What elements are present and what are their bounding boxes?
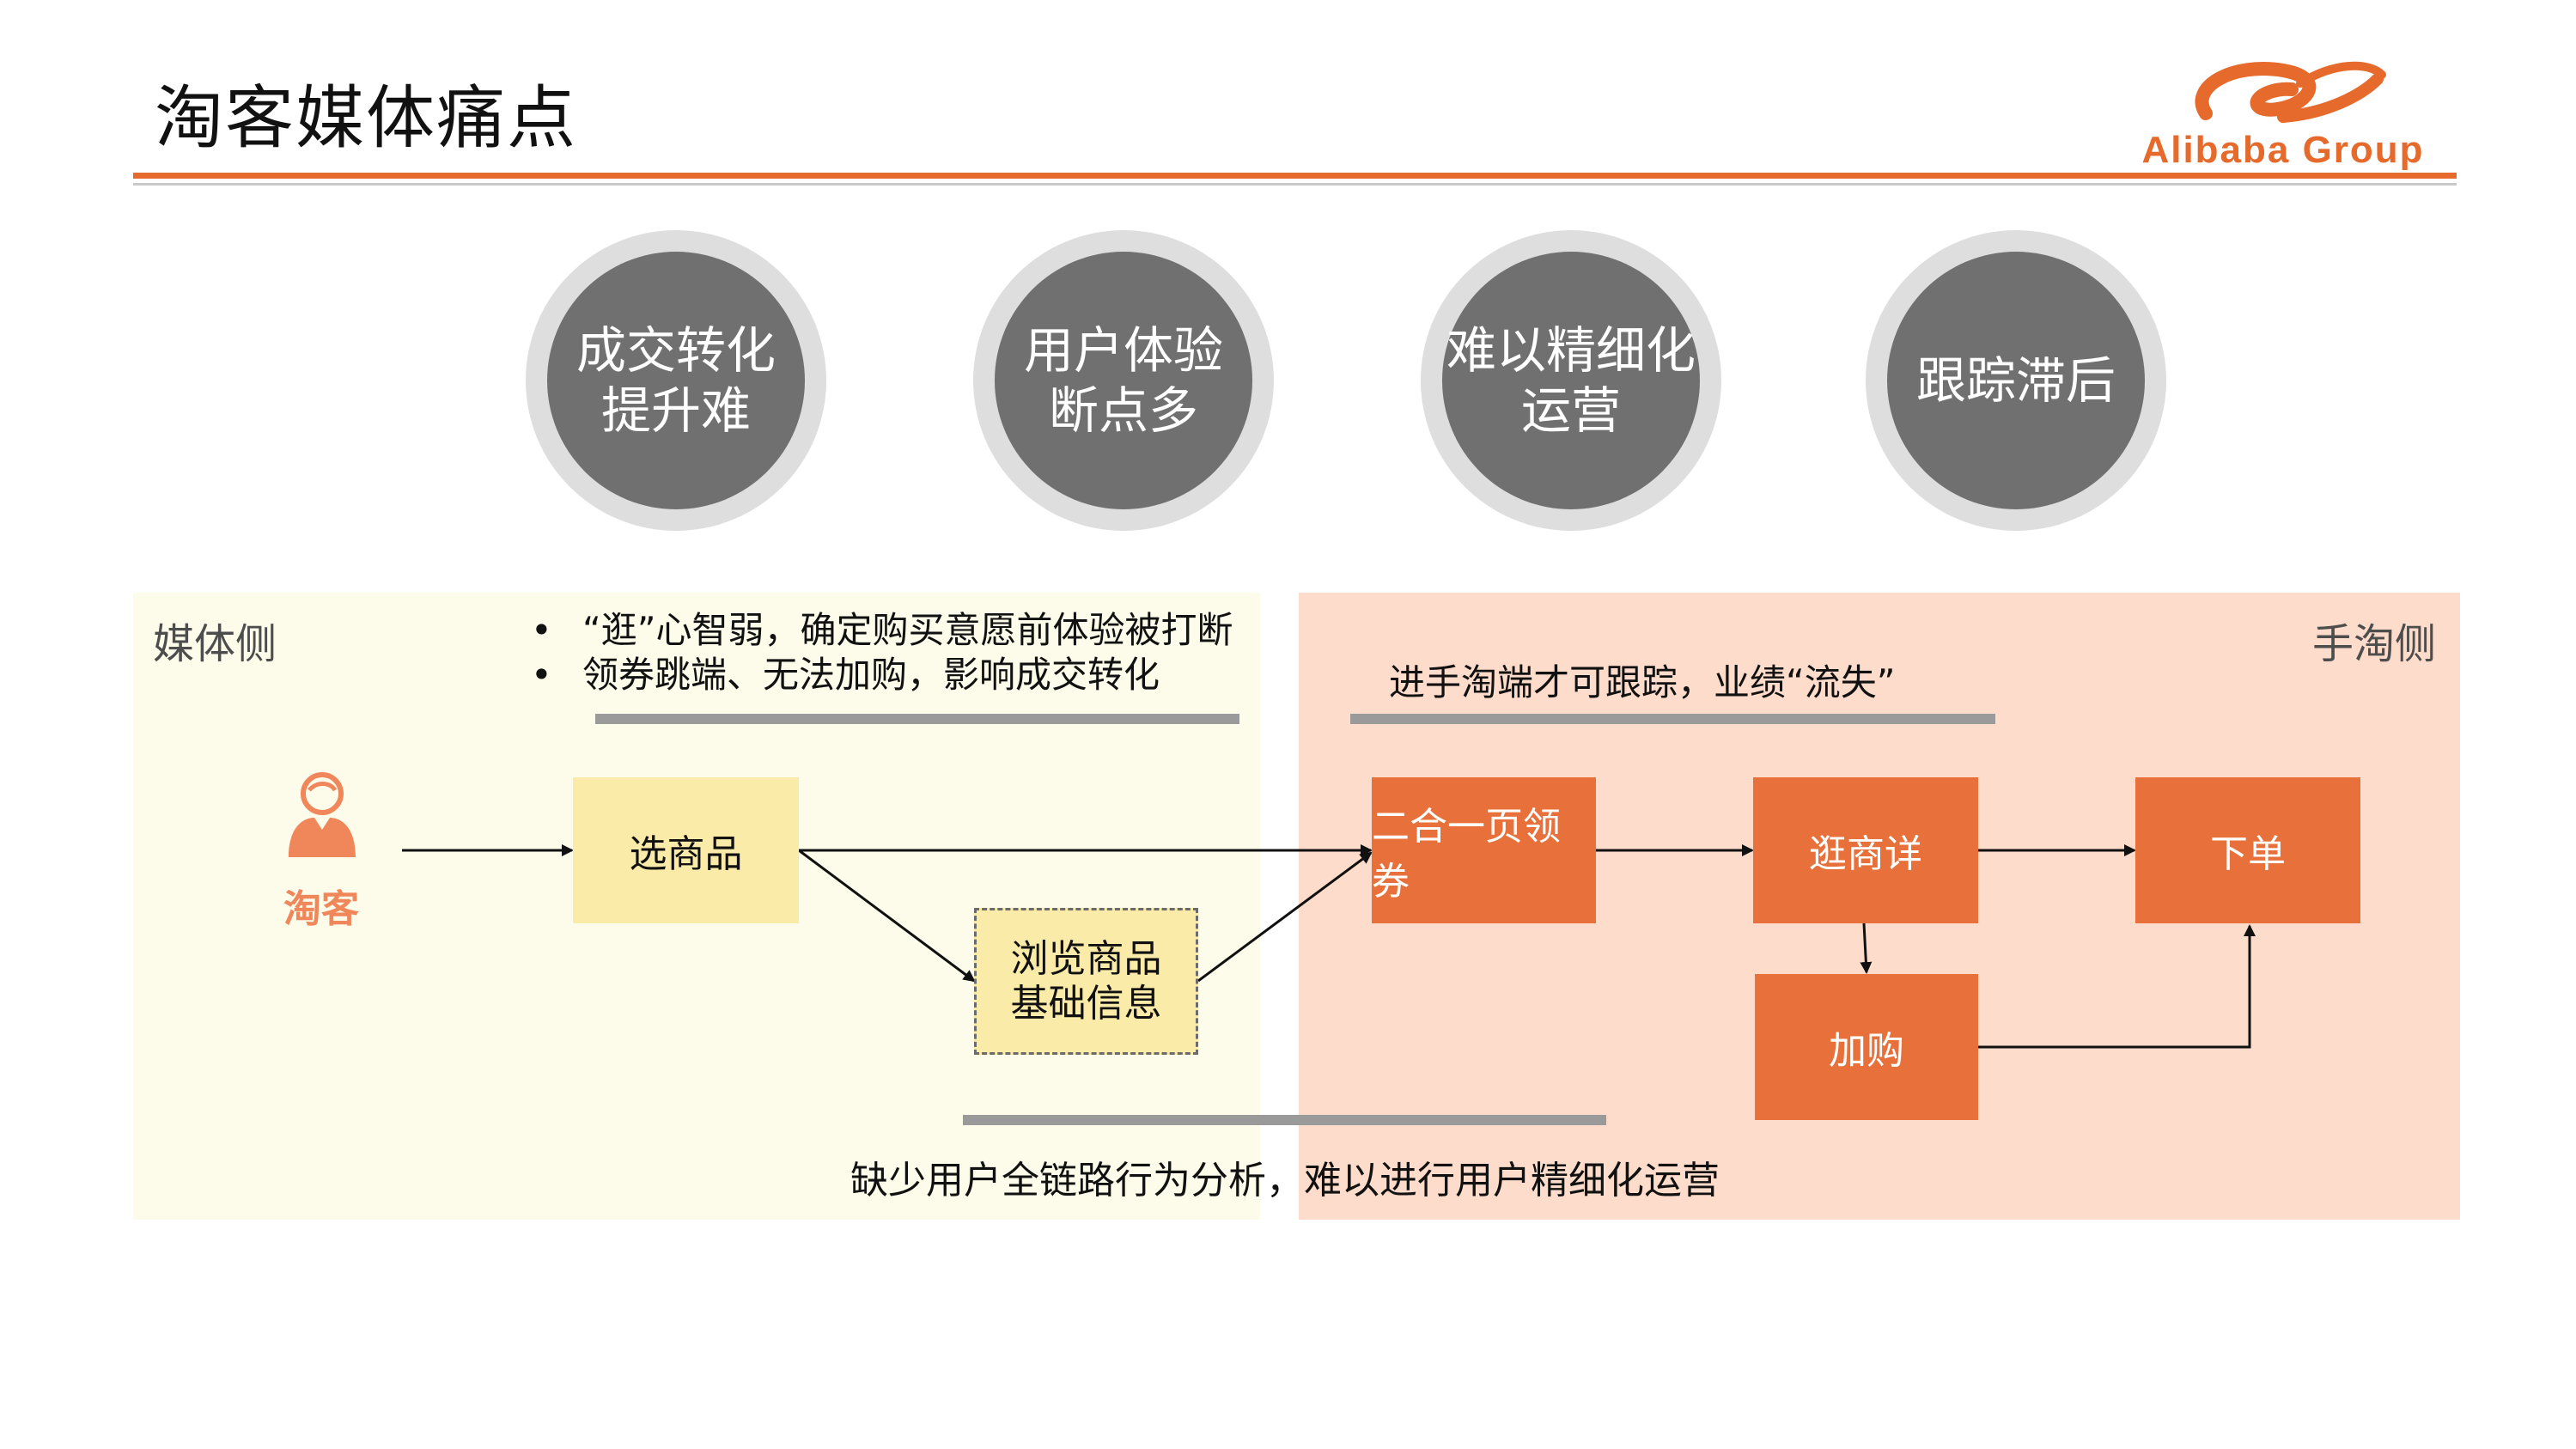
pain-point-label: 成交转化 提升难 [547, 252, 805, 509]
bullet-text: 领券跳端、无法加购，影响成交转化 [582, 654, 1160, 696]
arrow-detail-to-cart [1860, 922, 1873, 974]
pain-point-circle-4: 跟踪滞后 [1866, 230, 2166, 531]
product-detail-box: 逛商详 [1753, 777, 1978, 923]
coupon-box: 二合一页领券 [1372, 777, 1596, 923]
pain-point-circle-2: 用户体验 断点多 [973, 230, 1274, 531]
actor-label: 淘客 [283, 887, 359, 931]
alibaba-smile-logo-icon [2195, 61, 2386, 123]
alibaba-logo: Alibaba Group [2111, 53, 2455, 175]
add-to-cart-box: 加购 [1755, 974, 1978, 1120]
list-item: • “逛”心智弱，确定购买意愿前体验被打断 [531, 608, 1233, 653]
select-goods-box: 选商品 [573, 777, 799, 923]
bottom-note-bar [963, 1115, 1606, 1125]
media-note-bar [595, 714, 1239, 724]
pain-point-label: 跟踪滞后 [1887, 252, 2145, 509]
pain-point-circle-3: 难以精细化 运营 [1421, 230, 1721, 531]
taobao-tracking-note: 进手淘端才可跟踪，业绩“流失” [1389, 661, 1896, 703]
taobao-note-bar [1350, 714, 1995, 724]
logo-text: Alibaba Group [2141, 129, 2425, 171]
bullet-text: “逛”心智弱，确定购买意愿前体验被打断 [582, 609, 1233, 651]
pain-point-circle-1: 成交转化 提升难 [526, 230, 826, 531]
title-divider-gray [133, 183, 2457, 186]
arrow-cart-to-order [1978, 924, 2256, 1049]
place-order-box: 下单 [2135, 777, 2360, 923]
bottom-note: 缺少用户全链路行为分析，难以进行用户精细化运营 [850, 1159, 1720, 1202]
arrow-browse-to-coupon [1197, 851, 1373, 983]
pain-point-label: 难以精细化 运营 [1442, 252, 1700, 509]
list-item: • 领券跳端、无法加购，影响成交转化 [531, 653, 1233, 697]
user-icon [289, 772, 356, 857]
media-side-label: 媒体侧 [153, 620, 277, 668]
title-divider-orange [133, 173, 2457, 179]
taobao-side-label: 手淘侧 [2312, 620, 2437, 668]
bullet-glyph: • [531, 654, 552, 696]
bullet-glyph: • [531, 609, 552, 651]
browse-info-box: 浏览商品 基础信息 [974, 908, 1198, 1055]
page-title: 淘客媒体痛点 [155, 78, 577, 158]
arrow-select-to-browse [798, 849, 976, 983]
pain-point-label: 用户体验 断点多 [995, 252, 1252, 509]
media-pain-list: • “逛”心智弱，确定购买意愿前体验被打断 • 领券跳端、无法加购，影响成交转化 [531, 608, 1233, 697]
